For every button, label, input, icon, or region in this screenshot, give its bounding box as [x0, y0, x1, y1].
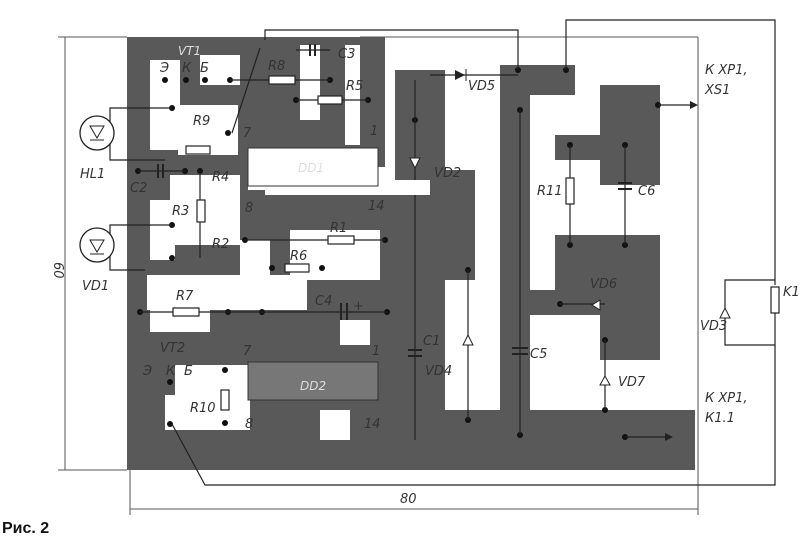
label-dd1-pin14: 14 [368, 199, 385, 214]
hl1-led-icon [79, 115, 115, 151]
label-r3: R3 [172, 204, 189, 219]
label-r11: R11 [537, 184, 563, 199]
label-r6: R6 [290, 249, 307, 264]
label-bottom-connection-2: К1.1 [705, 411, 735, 426]
label-vt2-pin-b: Б [184, 364, 193, 379]
relay-k1-coil [770, 286, 780, 314]
label-c4: C4 [315, 294, 332, 309]
label-dd2-pin7: 7 [243, 344, 252, 359]
label-vd4: VD4 [425, 364, 452, 379]
label-c5: C5 [530, 347, 547, 362]
label-r7: R7 [176, 289, 194, 304]
label-c2: C2 [130, 181, 147, 196]
label-dd1: DD1 [298, 161, 324, 175]
label-dd1-pin7: 7 [243, 126, 252, 141]
label-r5: R5 [346, 79, 363, 94]
label-r8: R8 [268, 59, 285, 74]
label-top-connection-2: XS1 [704, 83, 730, 98]
ic-dd1-body [247, 147, 379, 187]
label-r9: R9 [193, 114, 210, 129]
dimension-height-label: 60 [50, 262, 65, 279]
label-r1: R1 [330, 221, 347, 236]
label-vd2: VD2 [434, 166, 461, 181]
label-hl1: HL1 [80, 167, 105, 182]
label-c6: C6 [638, 184, 655, 199]
vd1-photodiode-icon [79, 227, 115, 263]
label-c3: C3 [338, 47, 355, 62]
label-vt1: VT1 [178, 44, 201, 58]
label-c1: C1 [423, 334, 440, 349]
label-vd3: VD3 [700, 319, 727, 334]
label-r4: R4 [212, 170, 229, 185]
dimension-width-label: 80 [400, 492, 417, 507]
label-dd2-pin8: 8 [245, 417, 253, 432]
label-dd2-pin14: 14 [364, 417, 381, 432]
label-vt2-pin-k: К [166, 364, 176, 379]
components [79, 44, 780, 411]
label-vd5: VD5 [468, 79, 495, 94]
label-vt1-pin-k: К [182, 61, 192, 76]
label-vd1: VD1 [82, 279, 109, 294]
label-k1: K1 [783, 285, 800, 300]
label-dd2: DD2 [300, 379, 326, 393]
figure-caption: Рис. 2 [2, 520, 49, 537]
label-dd2-pin1: 1 [372, 344, 380, 359]
ic-dd2-body [247, 361, 379, 401]
label-vd6: VD6 [590, 277, 617, 292]
label-r10: R10 [190, 401, 216, 416]
label-vt2-pin-e: Э [142, 364, 152, 379]
label-vt1-pin-e: Э [159, 61, 169, 76]
label-vd7: VD7 [618, 375, 646, 390]
label-r2: R2 [212, 237, 229, 252]
copper-right [395, 65, 695, 470]
label-dd1-pin1: 1 [370, 124, 378, 139]
label-dd1-pin8: 8 [245, 201, 253, 216]
label-vt2: VT2 [160, 341, 185, 356]
label-vt1-pin-b: Б [200, 61, 209, 76]
label-bottom-connection-1: К ХР1, [705, 391, 748, 406]
label-top-connection-1: К ХР1, [705, 63, 748, 78]
label-c4-plus: + [353, 299, 364, 314]
